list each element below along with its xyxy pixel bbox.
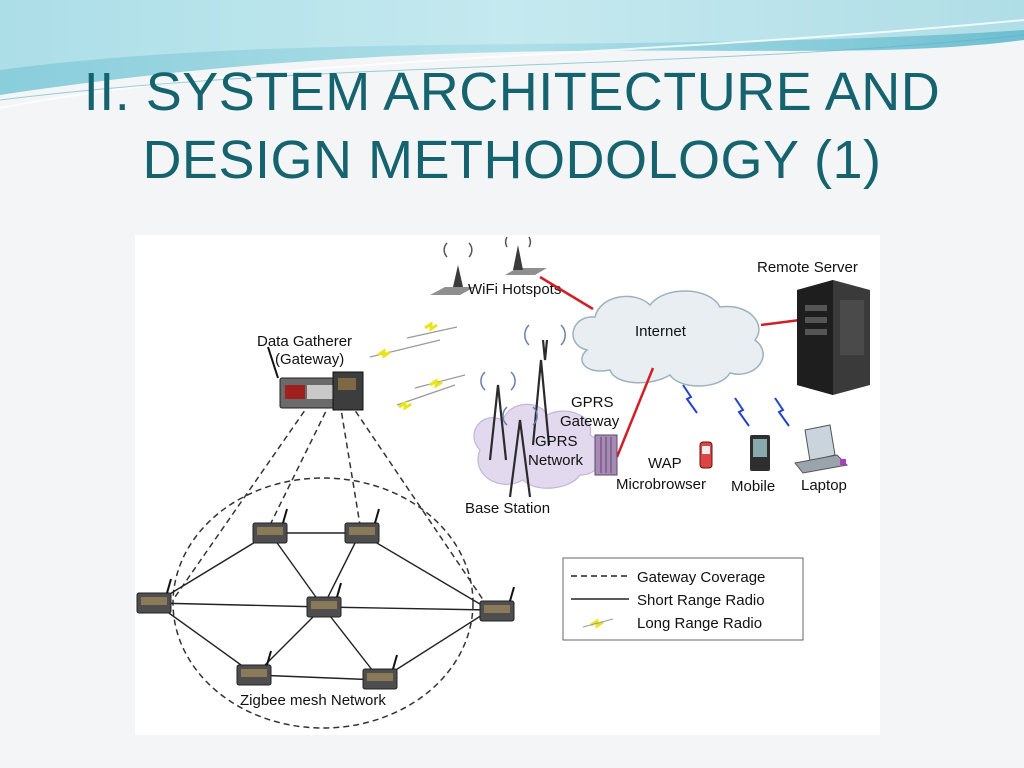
laptop-label: Laptop: [801, 477, 847, 494]
wap-label-line-2: Microbrowser: [616, 476, 706, 493]
laptop-icon: [794, 424, 849, 474]
legend-gateway-coverage: Gateway Coverage: [637, 569, 765, 586]
data-gatherer-device: [267, 346, 364, 411]
legend-short-range: Short Range Radio: [637, 592, 765, 609]
gprs-network-label-line-1: GPRS: [535, 433, 578, 450]
architecture-diagram: Zigbee mesh Network Data Gatherer (Gatew…: [135, 235, 880, 735]
mobile-label: Mobile: [731, 478, 775, 495]
data-gatherer-label-line-2: (Gateway): [275, 351, 344, 368]
base-station-label: Base Station: [465, 500, 550, 517]
wifi-hotspots-label: WiFi Hotspots: [468, 281, 561, 298]
zigbee-nodes: [136, 508, 515, 690]
remote-server-icon: [797, 280, 870, 395]
remote-server-label: Remote Server: [757, 259, 858, 276]
data-gatherer-label-line-1: Data Gatherer: [257, 333, 352, 350]
wifi-hotspot-icon: [430, 236, 547, 295]
gprs-gateway-icon: [594, 434, 618, 476]
zigbee-label: Zigbee mesh Network: [240, 692, 386, 709]
internet-cloud-icon: [572, 290, 764, 387]
gprs-gateway-label-line-2: Gateway: [560, 413, 620, 430]
gprs-network-label-line-2: Network: [528, 452, 584, 469]
internet-links: [539, 275, 801, 458]
legend: Gateway Coverage Short Range Radio Long …: [562, 557, 804, 641]
title-line-2: DESIGN METHODOLOGY (1): [142, 130, 882, 190]
internet-label: Internet: [635, 323, 687, 340]
wireless-links: [682, 384, 790, 427]
zigbee-node: [236, 650, 272, 686]
gprs-gateway-label-line-1: GPRS: [571, 394, 614, 411]
zigbee-node: [344, 508, 380, 544]
zigbee-node: [479, 586, 515, 622]
slide-title: II. SYSTEM ARCHITECTURE AND DESIGN METHO…: [0, 58, 1024, 194]
long-range-radio-links: [369, 321, 466, 411]
mobile-pda-icon: [750, 435, 770, 471]
title-line-1: II. SYSTEM ARCHITECTURE AND: [83, 62, 941, 122]
zigbee-node: [136, 578, 172, 614]
wap-phone-icon: [699, 441, 713, 469]
base-station-icon: [480, 324, 566, 498]
zigbee-node: [362, 654, 398, 690]
zigbee-node: [252, 508, 288, 544]
legend-long-range: Long Range Radio: [637, 615, 762, 632]
wap-label-line-1: WAP: [648, 455, 682, 472]
zigbee-node: [306, 582, 342, 618]
